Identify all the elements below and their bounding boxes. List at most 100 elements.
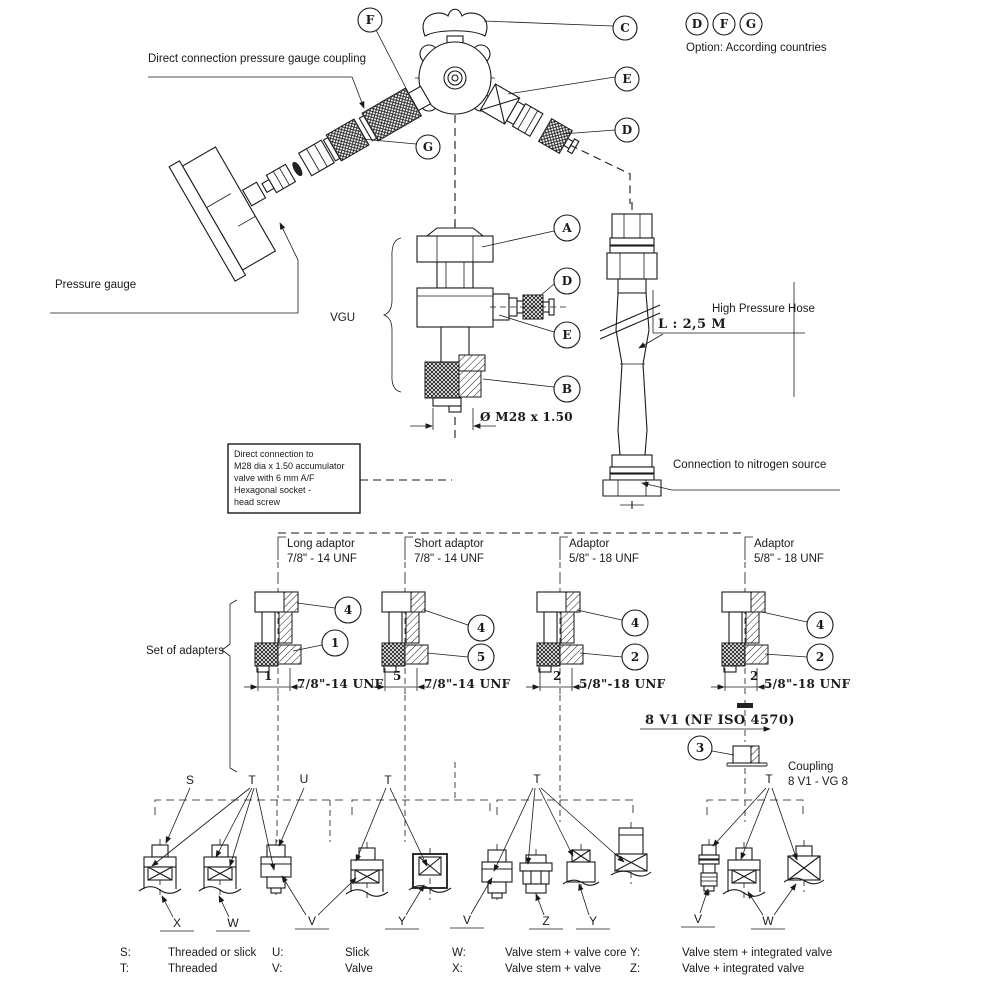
stem-figure-t2 <box>345 841 389 901</box>
callout-e2: E <box>498 314 581 349</box>
legend-desc-u: Slick <box>345 947 370 959</box>
nitrogen-connection-label: Connection to nitrogen source <box>673 459 826 471</box>
marker-t2: T <box>384 773 392 787</box>
adapter-figure-4 <box>711 578 771 695</box>
marker-u: U <box>300 772 309 786</box>
legend-desc-z: Valve + integrated valve <box>682 963 804 975</box>
marker-v3: V <box>694 912 702 926</box>
vgu-hex-cap <box>416 235 494 263</box>
handwheel <box>422 8 488 37</box>
adapter-4-dim: 5/8"-18 UNF <box>764 677 851 691</box>
adapter-3-title: Adaptor <box>569 538 609 550</box>
vgu-label: VGU <box>330 312 355 324</box>
marker-t1: T <box>248 773 256 787</box>
callout-2-adapter3: 2 <box>579 643 649 671</box>
marker-y2: Y <box>589 914 597 928</box>
legend-key-v: V: <box>272 963 282 975</box>
hose-end-hex <box>602 479 662 497</box>
adapter-1-dim: 7/8"-14 UNF <box>297 677 384 691</box>
adapter-4-thread: 5/8" - 18 UNF <box>754 553 824 565</box>
coupling-section: 8 V1 (NF ISO 4570) 3 Coupling 8 V1 - VG … <box>277 695 848 798</box>
vgu-assembly-drawing: Ø M28 x 1.50 VGU A D E B <box>330 214 581 440</box>
right-port-fittings <box>479 83 580 155</box>
stem-figure-uv <box>260 838 292 900</box>
high-pressure-hose-label: High Pressure Hose <box>712 303 815 315</box>
callout-b-label: B <box>562 382 572 396</box>
callout-d2: D <box>539 267 581 297</box>
stem-figure-w3 <box>783 839 825 893</box>
legend-desc-v: Valve <box>345 963 373 975</box>
option-callout-g: G <box>746 17 756 31</box>
callout-3: 3 <box>687 735 735 761</box>
note-line-4: Hexagonal socket - <box>234 485 311 495</box>
callout-f: F <box>357 7 409 93</box>
callout-d: D <box>561 117 640 143</box>
callout-g-label: G <box>423 140 433 154</box>
callout-d-label: D <box>622 123 632 137</box>
adapter-4-title: Adaptor <box>754 538 794 550</box>
top-valve-assembly-drawing: Direct connection pressure gauge couplin… <box>50 7 640 314</box>
stem-figure-y3 <box>610 821 652 885</box>
adapter-1-thread: 7/8" - 14 UNF <box>287 553 357 565</box>
marker-v2: V <box>463 913 471 927</box>
callout-d2-label: D <box>562 274 572 288</box>
option-callouts: D F G Option: According countries <box>685 12 827 54</box>
gauge-fitting-chain <box>168 85 432 282</box>
hose-length-label: L : 2,5 M <box>658 317 726 332</box>
legend-key-u: U: <box>272 947 284 959</box>
vgu-body <box>416 287 494 328</box>
option-callout-d: D <box>692 17 702 31</box>
legend-key-s: S: <box>120 947 131 959</box>
callout-a-label: A <box>561 221 572 235</box>
legend: S: Threaded or slick T: Threaded U: Slic… <box>120 947 832 975</box>
legend-key-t: T: <box>120 963 129 975</box>
legend-key-z: Z: <box>630 963 640 975</box>
note-line-2: M28 dia x 1.50 accumulator <box>234 461 345 471</box>
pressure-gauge-label: Pressure gauge <box>55 279 136 291</box>
callout-a: A <box>481 214 581 248</box>
marker-v1: V <box>308 914 316 928</box>
iso-standard-label: 8 V1 (NF ISO 4570) <box>645 713 795 728</box>
stem-figure-w <box>198 838 242 898</box>
callout-2-adapter4: 2 <box>764 643 834 671</box>
adapter-3-thread: 5/8" - 18 UNF <box>569 553 639 565</box>
coupling-label-2: 8 V1 - VG 8 <box>788 776 848 788</box>
adapter-3-dim: 5/8"-18 UNF <box>579 677 666 691</box>
callout-f-label: F <box>366 13 375 27</box>
adapter-3-stamp: 2 <box>553 669 562 683</box>
callout-4-label: 4 <box>477 621 485 635</box>
adapter-2-dim: 7/8"-14 UNF <box>424 677 511 691</box>
marker-t4: T <box>765 772 773 786</box>
adapter-2-thread: 7/8" - 14 UNF <box>414 553 484 565</box>
stem-figure-z <box>519 848 553 902</box>
callout-4-adapter2: 4 <box>423 609 495 642</box>
legend-desc-y: Valve stem + integrated valve <box>682 947 832 959</box>
legend-desc-w: Valve stem + valve core <box>505 947 627 959</box>
legend-key-x: X: <box>452 963 463 975</box>
option-note: Option: According countries <box>686 42 827 54</box>
coupling-label-1: Coupling <box>788 761 833 773</box>
direct-connection-title: Direct connection pressure gauge couplin… <box>148 53 366 65</box>
note-line-5: head screw <box>234 497 281 507</box>
note-line-3: valve with 6 mm A/F <box>234 473 315 483</box>
callout-4-adapter3: 4 <box>576 609 649 637</box>
callout-e-label: E <box>622 72 631 86</box>
legend-key-y: Y: <box>630 947 640 959</box>
note-box: Direct connection to M28 dia x 1.50 accu… <box>227 443 452 514</box>
marker-s: S <box>186 773 194 787</box>
marker-z: Z <box>542 914 549 928</box>
callout-4-label: 4 <box>816 618 824 632</box>
callout-1-adapter1: 1 <box>292 629 349 657</box>
callout-e2-label: E <box>562 328 571 342</box>
set-of-adapters-label: Set of adapters <box>146 645 224 657</box>
marker-w2: W <box>762 914 774 928</box>
adapter-2-stamp: 5 <box>393 669 402 683</box>
callout-c: C <box>483 15 638 41</box>
callout-4-label: 4 <box>631 616 639 630</box>
adapter-1-title: Long adaptor <box>287 538 355 550</box>
adapter-4-stamp: 2 <box>750 669 759 683</box>
callout-5-label: 5 <box>477 650 485 664</box>
callout-5-adapter2: 5 <box>426 643 495 671</box>
